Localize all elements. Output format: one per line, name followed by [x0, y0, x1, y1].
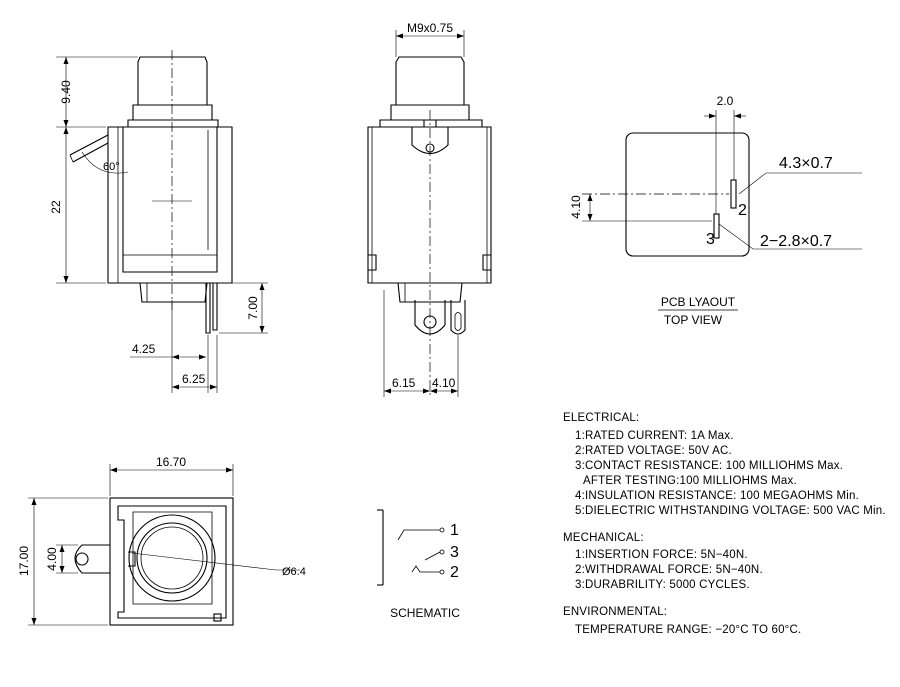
- pcb-title: PCB LYAOUT: [661, 295, 736, 309]
- spec-electrical-line: AFTER TESTING:100 MILLIOHMS Max.: [583, 475, 797, 487]
- front-view: [367, 30, 492, 397]
- spec-electrical-line: 1:RATED CURRENT: 1A Max.: [575, 430, 734, 442]
- dim-7-00: 7.00: [246, 296, 260, 320]
- dim-9-40: 9.40: [59, 80, 73, 104]
- dim-4-25: 4.25: [132, 342, 156, 356]
- schematic: [377, 509, 445, 586]
- dim-60-deg: 60°: [103, 161, 120, 173]
- schematic-label: SCHEMATIC: [390, 606, 460, 620]
- spec-electrical-heading: ELECTRICAL:: [563, 412, 639, 424]
- dimension-labels: 9.40 22 60° 7.00 4.25 6.25 M9x0.75 6.15 …: [17, 21, 833, 620]
- dim-diameter: Ø6.4: [282, 566, 306, 578]
- dim-17-00: 17.00: [17, 546, 31, 576]
- spec-mechanical-heading: MECHANICAL:: [563, 532, 644, 544]
- spec-environmental-line: TEMPERATURE RANGE: −20°C TO 60°C.: [575, 624, 801, 636]
- dim-6-25: 6.25: [182, 372, 206, 386]
- pcb-pin-3: 3: [706, 231, 715, 248]
- dim-pad-4-3: 4.3×0.7: [779, 155, 833, 172]
- pcb-pin-2: 2: [738, 202, 747, 219]
- dim-6-15: 6.15: [392, 376, 416, 390]
- spec-electrical-line: 4:INSULATION RESISTANCE: 100 MEGAOHMS Mi…: [575, 490, 859, 502]
- side-view: [56, 50, 268, 393]
- pcb-subtitle: TOP VIEW: [664, 313, 723, 327]
- dim-16-70: 16.70: [156, 455, 186, 469]
- bottom-view: [28, 464, 300, 626]
- dim-4-10-front: 4.10: [432, 376, 456, 390]
- pcb-layout: [582, 110, 862, 257]
- dim-m9: M9x0.75: [407, 21, 453, 35]
- specifications: ELECTRICAL: 1:RATED CURRENT: 1A Max. 2:R…: [563, 412, 886, 636]
- spec-environmental-heading: ENVIRONMENTAL:: [563, 606, 667, 618]
- dim-4-10-pcb: 4.10: [569, 195, 583, 219]
- spec-mechanical-line: 3:DURABRILITY: 5000 CYCLES.: [575, 579, 750, 591]
- schematic-pin-2: 2: [450, 564, 459, 581]
- schematic-pin-1: 1: [450, 522, 459, 539]
- dim-2-0: 2.0: [717, 94, 734, 108]
- dim-4-00: 4.00: [45, 547, 59, 571]
- spec-mechanical-line: 2:WITHDRAWAL FORCE: 5N−40N.: [575, 564, 763, 576]
- spec-electrical-line: 5:DIELECTRIC WITHSTANDING VOLTAGE: 500 V…: [575, 505, 886, 517]
- spec-electrical-line: 3:CONTACT RESISTANCE: 100 MILLIOHMS Max.: [575, 460, 843, 472]
- spec-mechanical-line: 1:INSERTION FORCE: 5N−40N.: [575, 549, 748, 561]
- dim-pad-2-8: 2−2.8×0.7: [760, 233, 832, 250]
- spec-electrical-line: 2:RATED VOLTAGE: 50V AC.: [575, 445, 732, 457]
- dim-22: 22: [49, 200, 63, 214]
- schematic-pin-3: 3: [450, 544, 459, 561]
